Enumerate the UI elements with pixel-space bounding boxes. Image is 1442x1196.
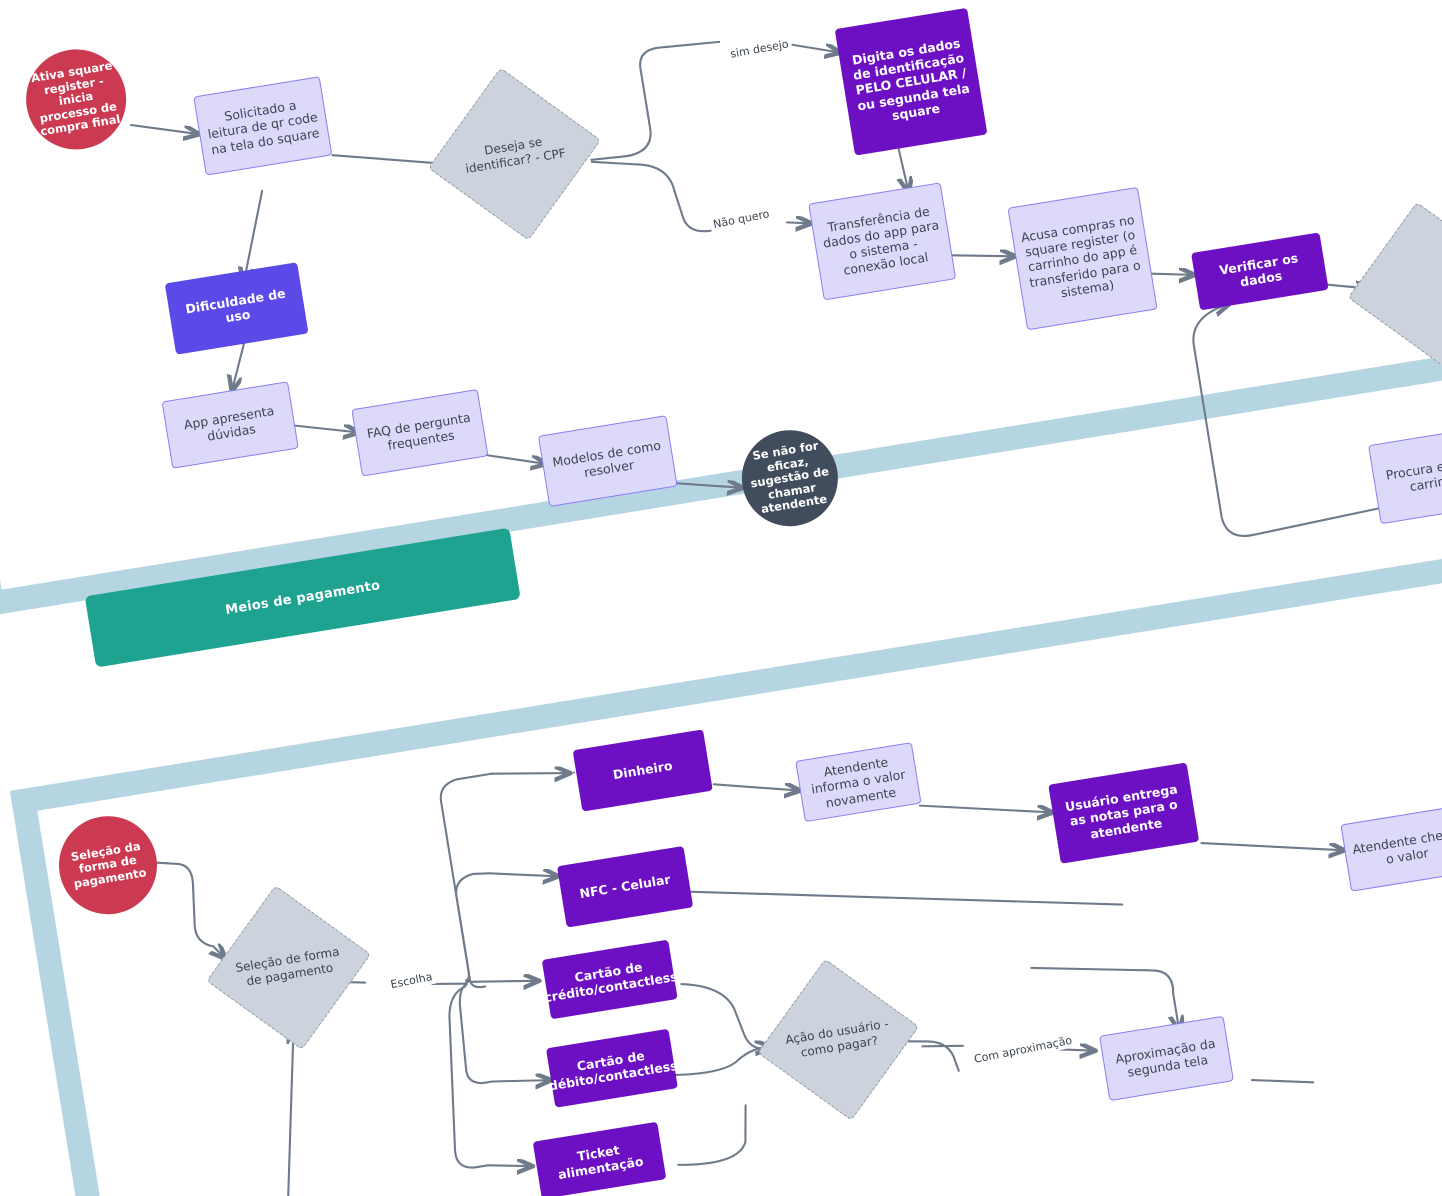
edge-hub-nfc xyxy=(455,872,491,982)
edge-deliver-to-check xyxy=(1200,842,1345,873)
edge-hub-to-debit xyxy=(491,1072,552,1089)
node-app-doubts[interactable]: App apresenta dúvidas xyxy=(161,381,299,469)
edge-action-right-a xyxy=(921,1044,964,1048)
node-decision-payment-form[interactable]: Seleção de forma de pagamento xyxy=(206,885,372,1050)
edge-decision-to-hub-b xyxy=(431,982,466,985)
node-accuse-purchases[interactable]: Acusa compras no square register (o carr… xyxy=(1007,186,1158,331)
node-decision-right-cut[interactable] xyxy=(1347,201,1442,367)
decision-right-cut-shape xyxy=(1347,201,1442,367)
node-qr-read-label: Solicitado a leitura de qr code na tela … xyxy=(206,97,321,158)
edge-label-with-approach: Com aproximação xyxy=(969,1032,1077,1068)
edge-label-yes-identify-text: sim desejo xyxy=(729,37,790,61)
edge-hub-to-nfc xyxy=(488,862,558,887)
edge-decision-yes-seg xyxy=(590,40,721,161)
edge-accuse-to-verify xyxy=(1150,267,1195,282)
node-search-specific-label: Procura específic carrinho v xyxy=(1384,450,1442,495)
node-decision-how-to-pay-label: Ação do usuário - como pagar? xyxy=(784,1016,890,1060)
node-decision-payment-form-label: Seleção de forma de pagamento xyxy=(234,944,341,989)
node-decision-how-to-pay[interactable]: Ação do usuário - como pagar? xyxy=(757,958,920,1121)
decision-identify-text: Deseja se identificar? - CPF xyxy=(464,134,567,176)
node-attendant-checks-value-label: Atendente checa o valor xyxy=(1351,824,1442,867)
edge-label-choice-text: Escolha xyxy=(389,970,434,992)
edge-action-down xyxy=(902,1040,960,1072)
edge-debit-to-action xyxy=(668,1046,773,1077)
node-payment-cash[interactable]: Dinheiro xyxy=(572,729,713,812)
edge-no-to-transfer xyxy=(785,219,811,228)
edge-faq-to-models xyxy=(486,454,546,473)
node-payment-credit[interactable]: Cartão de crédito/contactless xyxy=(541,939,679,1020)
edge-cash-to-inform xyxy=(712,771,800,804)
node-type-id-data-label: Digita os dados de identificação PELO CE… xyxy=(850,35,971,123)
edge-doubts-to-faq xyxy=(294,416,359,443)
edge-typeid-to-transfer xyxy=(899,147,909,193)
edge-difficulty-to-doubts xyxy=(224,341,246,392)
node-attendant-checks-value[interactable]: Atendente checa o valor xyxy=(1340,805,1442,892)
node-approach-second-screen-label: Aproximação da segunda tela xyxy=(1114,1035,1217,1080)
edge-ticket-loop xyxy=(677,1104,747,1166)
node-attendant-informs-value[interactable]: Atendente informa o valor novamente xyxy=(795,742,922,823)
node-transfer-data-label: Transferência de dados do app para o sis… xyxy=(821,203,940,279)
edge-right-drop-in xyxy=(1030,966,1175,995)
edge-label-choice: Escolha xyxy=(386,968,437,993)
node-accuse-purchases-label: Acusa compras no square register (o carr… xyxy=(1019,211,1142,301)
node-attendant-informs-value-label: Atendente informa o valor novamente xyxy=(810,754,907,811)
edge-yes-to-typeid xyxy=(789,43,841,60)
edge-hub-credit xyxy=(465,974,487,989)
node-payment-start[interactable]: Seleção da forma de pagamento xyxy=(51,808,165,922)
node-models-how-resolve-label: Modelos de como resolver xyxy=(551,437,662,480)
node-verify-data-label: Verificar os dados xyxy=(1218,249,1300,290)
node-call-attendant-label: Se não for eficaz, sugestão de chamar at… xyxy=(749,438,830,517)
node-payment-debit-label: Cartão de débito/contactless xyxy=(547,1047,679,1094)
node-faq[interactable]: FAQ de pergunta frequentes xyxy=(351,388,489,477)
node-user-delivers-notes-label: Usuário entrega as notas para o atendent… xyxy=(1063,781,1179,842)
node-payment-meal-ticket-label: Ticket alimentação xyxy=(556,1141,645,1183)
node-transfer-data[interactable]: Transferência de dados do app para o sis… xyxy=(808,182,957,301)
node-call-attendant[interactable]: Se não for eficaz, sugestão de chamar at… xyxy=(734,423,845,534)
edge-hub-debit xyxy=(458,983,494,1085)
node-approach-second-screen[interactable]: Aproximação da segunda tela xyxy=(1099,1015,1234,1102)
edge-bottom-loop-to-decision xyxy=(285,1029,328,1196)
node-decision-identify[interactable]: Deseja se identificar? - CPF xyxy=(427,67,602,241)
node-payment-nfc[interactable]: NFC - Celular xyxy=(556,845,694,928)
node-start-square-register-label: Ativa square register - inicia processo … xyxy=(30,58,122,139)
node-payment-cash-label: Dinheiro xyxy=(611,758,674,783)
section-banner-payments-label: Meios de pagamento xyxy=(224,577,382,618)
node-verify-data[interactable]: Verificar os dados xyxy=(1191,232,1329,311)
node-payment-start-label: Seleção da forma de pagamento xyxy=(69,838,148,891)
edge-label-no-identify: Não quero xyxy=(708,205,774,233)
edge-paystart-to-decision xyxy=(150,861,225,968)
node-difficulty-of-use-label: Dificuldade de uso xyxy=(184,285,287,326)
node-search-specific[interactable]: Procura específic carrinho v xyxy=(1368,424,1442,525)
edge-approach-out xyxy=(1250,1078,1315,1084)
node-difficulty-of-use[interactable]: Dificuldade de uso xyxy=(164,262,309,355)
edge-hub-to-cash xyxy=(490,761,570,785)
edge-hub-to-ticket xyxy=(486,1158,533,1173)
edge-start-to-qr xyxy=(129,123,199,144)
node-start-square-register[interactable]: Ativa square register - inicia processo … xyxy=(18,42,134,157)
edge-transfer-to-accuse xyxy=(951,245,1015,266)
node-type-id-data[interactable]: Digita os dados de identificação PELO CE… xyxy=(834,7,988,156)
node-payment-meal-ticket[interactable]: Ticket alimentação xyxy=(532,1121,667,1196)
edge-hub-cash xyxy=(439,772,493,985)
node-decision-identify-label: Deseja se identificar? - CPF xyxy=(443,83,585,225)
node-payment-debit[interactable]: Cartão de débito/contactless xyxy=(545,1028,679,1108)
frame-stripe-left-top xyxy=(0,0,5,614)
node-user-delivers-notes[interactable]: Usuário entrega as notas para o atendent… xyxy=(1048,762,1200,864)
node-payment-nfc-label: NFC - Celular xyxy=(578,871,672,902)
edge-inform-to-deliver xyxy=(918,804,1053,833)
edge-label-with-approach-text: Com aproximação xyxy=(972,1033,1074,1066)
edge-hub-ticket xyxy=(448,985,489,1169)
node-payment-credit-label: Cartão de crédito/contactless xyxy=(543,958,679,1006)
edge-hub-to-credit xyxy=(469,971,539,992)
node-qr-read[interactable]: Solicitado a leitura de qr code na tela … xyxy=(193,76,333,176)
node-app-doubts-label: App apresenta dúvidas xyxy=(182,402,276,444)
edge-label-yes-identify: sim desejo xyxy=(726,35,793,63)
node-faq-label: FAQ de pergunta frequentes xyxy=(365,409,472,453)
edge-label-no-identify-text: Não quero xyxy=(712,207,771,232)
